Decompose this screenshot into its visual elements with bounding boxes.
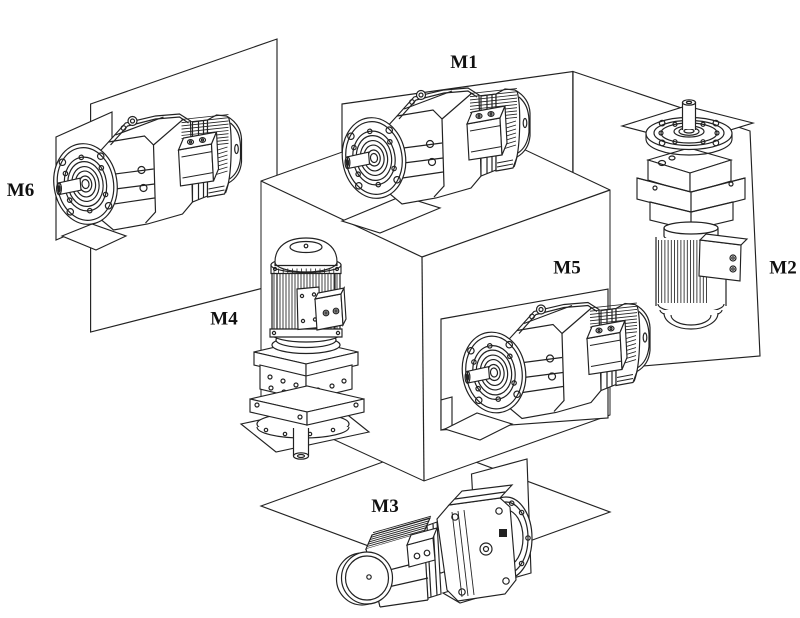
svg-text:M6: M6: [7, 180, 34, 201]
svg-text:M1: M1: [450, 52, 477, 73]
svg-text:M3: M3: [371, 496, 398, 517]
svg-text:M5: M5: [553, 258, 580, 279]
svg-text:M2: M2: [769, 258, 796, 279]
svg-text:M4: M4: [210, 309, 238, 330]
